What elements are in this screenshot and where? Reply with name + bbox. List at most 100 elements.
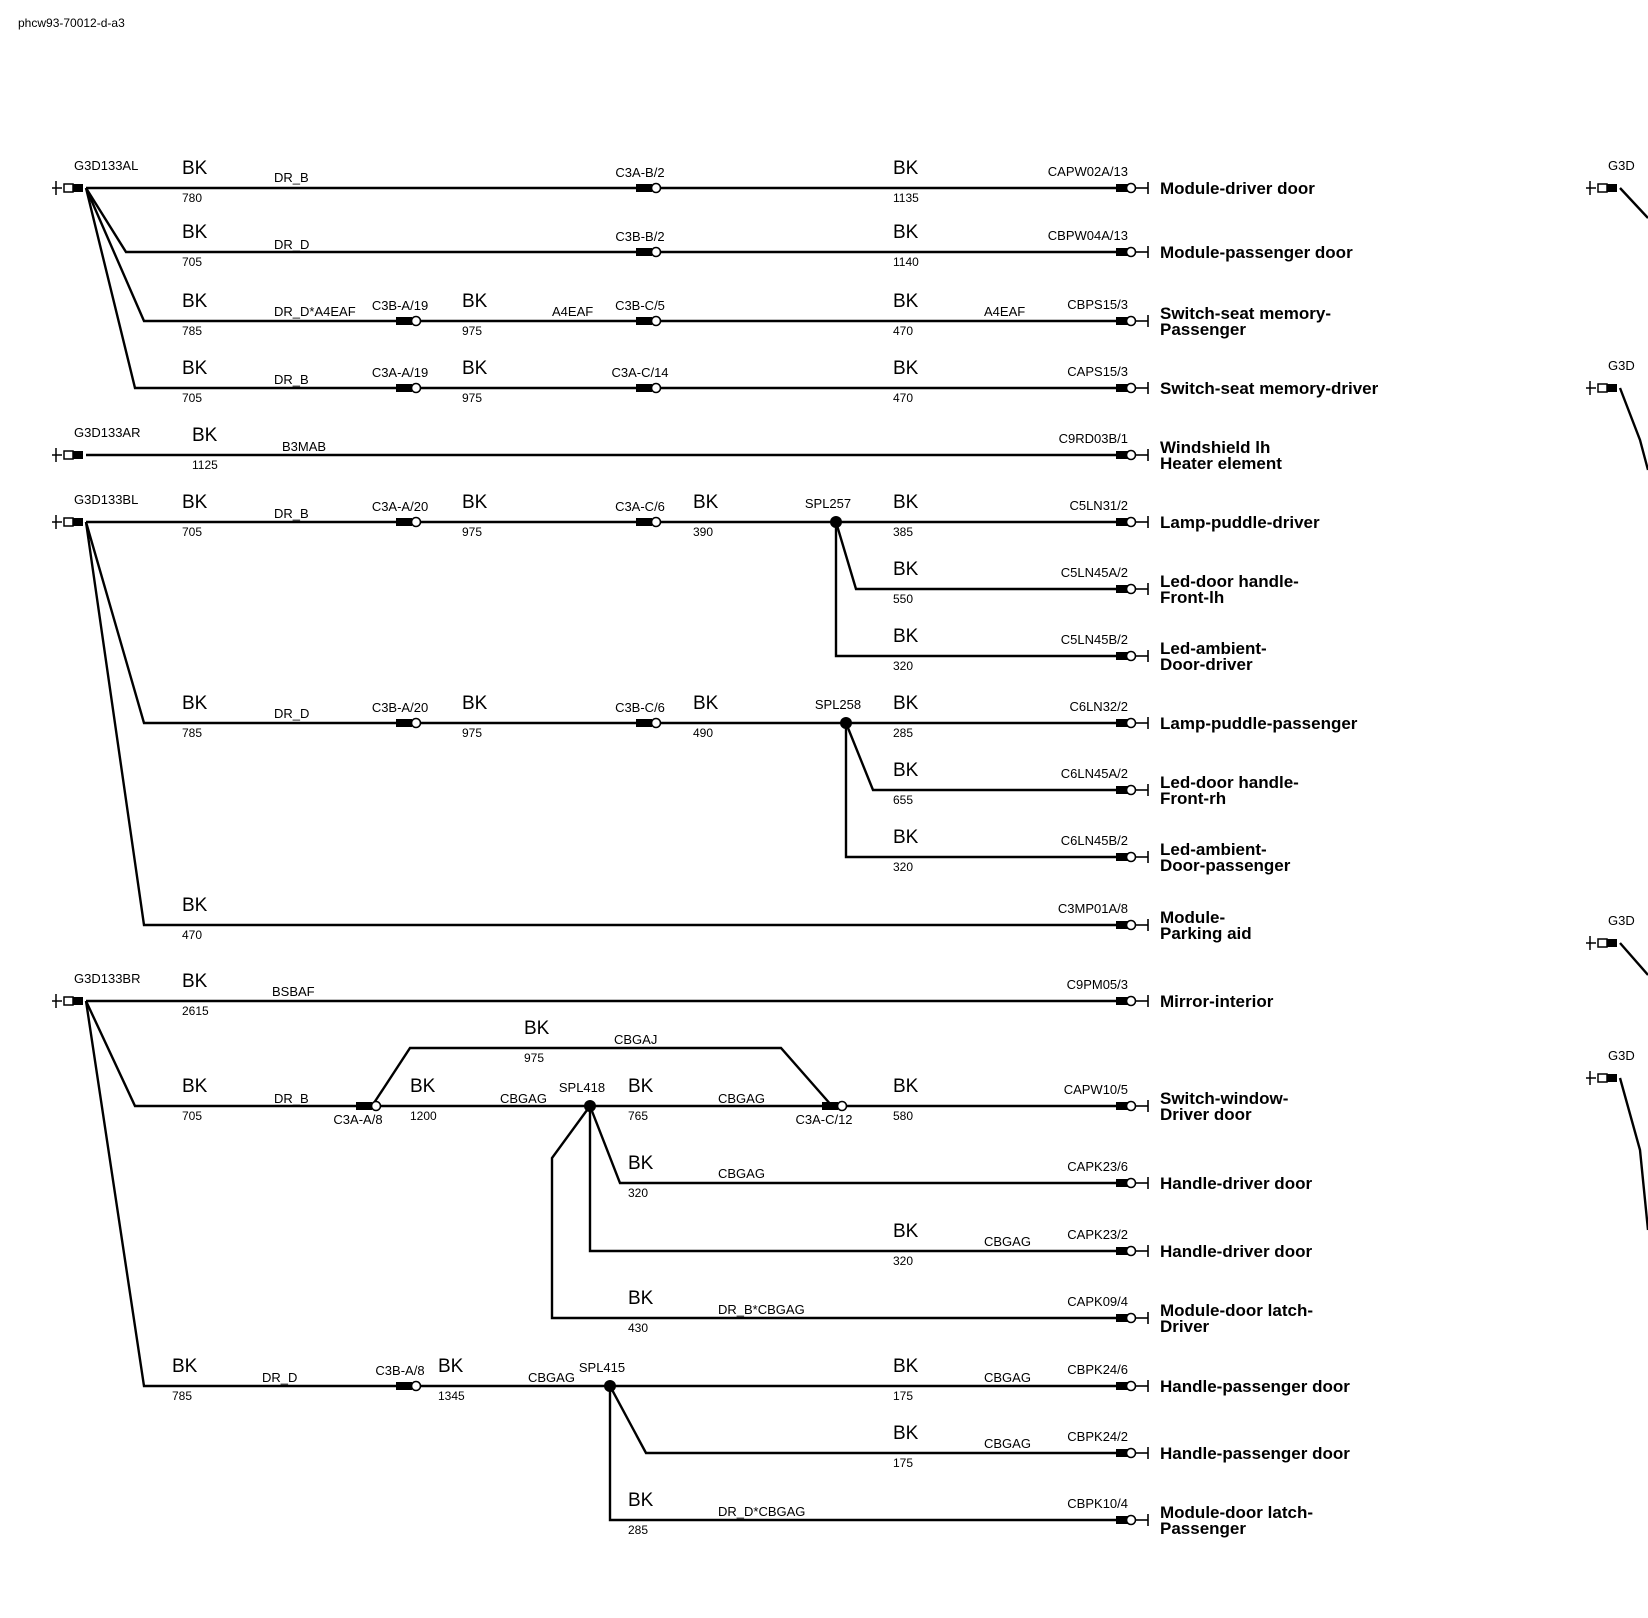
wire-length-label: 705: [182, 391, 202, 405]
component-name: Front-rh: [1160, 789, 1226, 808]
terminal-housing-icon: [1116, 1516, 1128, 1524]
circuit-label: DR_B: [274, 1091, 309, 1106]
wire-length-label: 780: [182, 191, 202, 205]
terminal-connector-label: CAPW02A/13: [1048, 164, 1128, 179]
wire-color-label: BK: [893, 1356, 919, 1377]
inline-connector-icon: [822, 1102, 838, 1110]
terminal-pin-icon: [1125, 1380, 1137, 1392]
inline-connector-icon: [396, 719, 412, 727]
inline-connector-label: C3A-A/19: [372, 365, 428, 380]
wire-partial: [1619, 942, 1648, 976]
wire-color-label: BK: [182, 895, 208, 916]
wire-color-label: BK: [172, 1356, 198, 1377]
wire: [588, 1106, 1126, 1253]
terminal-connector-label: C3MP01A/8: [1058, 901, 1128, 916]
ground-symbol: [52, 448, 83, 462]
inline-connector-icon: [396, 1382, 412, 1390]
terminal-housing-icon: [1116, 585, 1128, 593]
component-name: Passenger: [1160, 320, 1246, 339]
wire-length-label: 550: [893, 592, 913, 606]
wire-length-label: 975: [462, 391, 482, 405]
component-name: Switch-window-: [1160, 1089, 1288, 1108]
wire-color-label: BK: [410, 1076, 436, 1097]
wire-color-label: BK: [182, 971, 208, 992]
wire-color-label: BK: [893, 626, 919, 647]
terminal-connector-label: C5LN45A/2: [1061, 565, 1128, 580]
inline-connector-label: C3A-C/12: [795, 1112, 852, 1127]
circuit-label: DR_D: [274, 706, 309, 721]
component-name: Module-door latch-: [1160, 1503, 1313, 1522]
component-name: Parking aid: [1160, 924, 1252, 943]
inline-connector-pin-icon: [410, 382, 422, 394]
circuit-label: DR_D*CBGAG: [718, 1504, 805, 1519]
wire-color-label: BK: [893, 222, 919, 243]
wire-color-label: BK: [524, 1018, 550, 1039]
inline-connector-icon: [636, 248, 652, 256]
wire-color-label: BK: [628, 1076, 654, 1097]
terminal-housing-icon: [1116, 451, 1128, 459]
wire: [84, 187, 1126, 323]
circuit-label: DR_D: [262, 1370, 297, 1385]
splice-label: SPL418: [559, 1080, 605, 1095]
inline-connector-pin-icon: [650, 315, 662, 327]
ground-lug-icon: [73, 997, 83, 1005]
component-name: Led-door handle-: [1160, 572, 1299, 591]
inline-connector-pin-icon: [836, 1100, 848, 1112]
ground-lug-icon: [1607, 939, 1617, 947]
terminal-housing-icon: [1116, 184, 1128, 192]
terminal-housing-icon: [1116, 853, 1128, 861]
terminal-pin-icon: [1125, 1312, 1137, 1324]
wire-color-label: BK: [462, 693, 488, 714]
wire: [84, 1000, 1126, 1108]
terminal-connector-label: CAPW10/5: [1064, 1082, 1128, 1097]
wire: [84, 187, 1126, 390]
inline-connector-pin-icon: [410, 1380, 422, 1392]
wire-color-label: BK: [693, 693, 719, 714]
ground-lug-icon: [73, 184, 83, 192]
circuit-label: CBGAG: [528, 1370, 575, 1385]
inline-connector-pin-icon: [650, 182, 662, 194]
component-name: Handle-driver door: [1160, 1242, 1312, 1261]
component-name: Driver: [1160, 1317, 1210, 1336]
terminal-housing-icon: [1116, 997, 1128, 1005]
inline-connector-icon: [636, 518, 652, 526]
ground-label: G3D: [1608, 1048, 1635, 1063]
wire: [834, 522, 1126, 658]
terminal-pin-icon: [1125, 449, 1137, 461]
inline-connector-pin-icon: [410, 315, 422, 327]
splice-label: SPL258: [815, 697, 861, 712]
circuit-label: DR_B: [274, 372, 309, 387]
component-name: Heater element: [1160, 454, 1282, 473]
inline-connector-label: C3B-A/8: [375, 1363, 424, 1378]
wire-color-label: BK: [192, 425, 218, 446]
terminal-housing-icon: [1116, 786, 1128, 794]
wire-color-label: BK: [893, 492, 919, 513]
component-name: Led-ambient-: [1160, 639, 1267, 658]
ground-lug-icon: [73, 451, 83, 459]
ground-pin-icon: [1597, 183, 1608, 193]
inline-connector-label: C3A-A/20: [372, 499, 428, 514]
wire-length-label: 580: [893, 1109, 913, 1123]
terminal-connector-label: C5LN45B/2: [1061, 632, 1128, 647]
inline-connector-pin-icon: [650, 246, 662, 258]
terminal-connector-label: CBPK24/2: [1067, 1429, 1128, 1444]
wire-length-label: 975: [462, 726, 482, 740]
component-name: Module-door latch-: [1160, 1301, 1313, 1320]
wire-length-label: 1200: [410, 1109, 437, 1123]
circuit-label: CBGAG: [984, 1370, 1031, 1385]
terminal-housing-icon: [1116, 1314, 1128, 1322]
wire-color-label: BK: [182, 492, 208, 513]
terminal-connector-label: CAPK23/2: [1067, 1227, 1128, 1242]
circuit-label: CBGAG: [718, 1166, 765, 1181]
terminal-pin-icon: [1125, 1177, 1137, 1189]
wire-length-label: 975: [462, 525, 482, 539]
wire-color-label: BK: [693, 492, 719, 513]
wire-color-label: BK: [628, 1153, 654, 1174]
inline-connector-icon: [356, 1102, 372, 1110]
component-name: Module-driver door: [1160, 179, 1315, 198]
wire-length-label: 385: [893, 525, 913, 539]
wire-color-label: BK: [462, 492, 488, 513]
terminal-housing-icon: [1116, 719, 1128, 727]
inline-connector-label: C3A-A/8: [333, 1112, 382, 1127]
